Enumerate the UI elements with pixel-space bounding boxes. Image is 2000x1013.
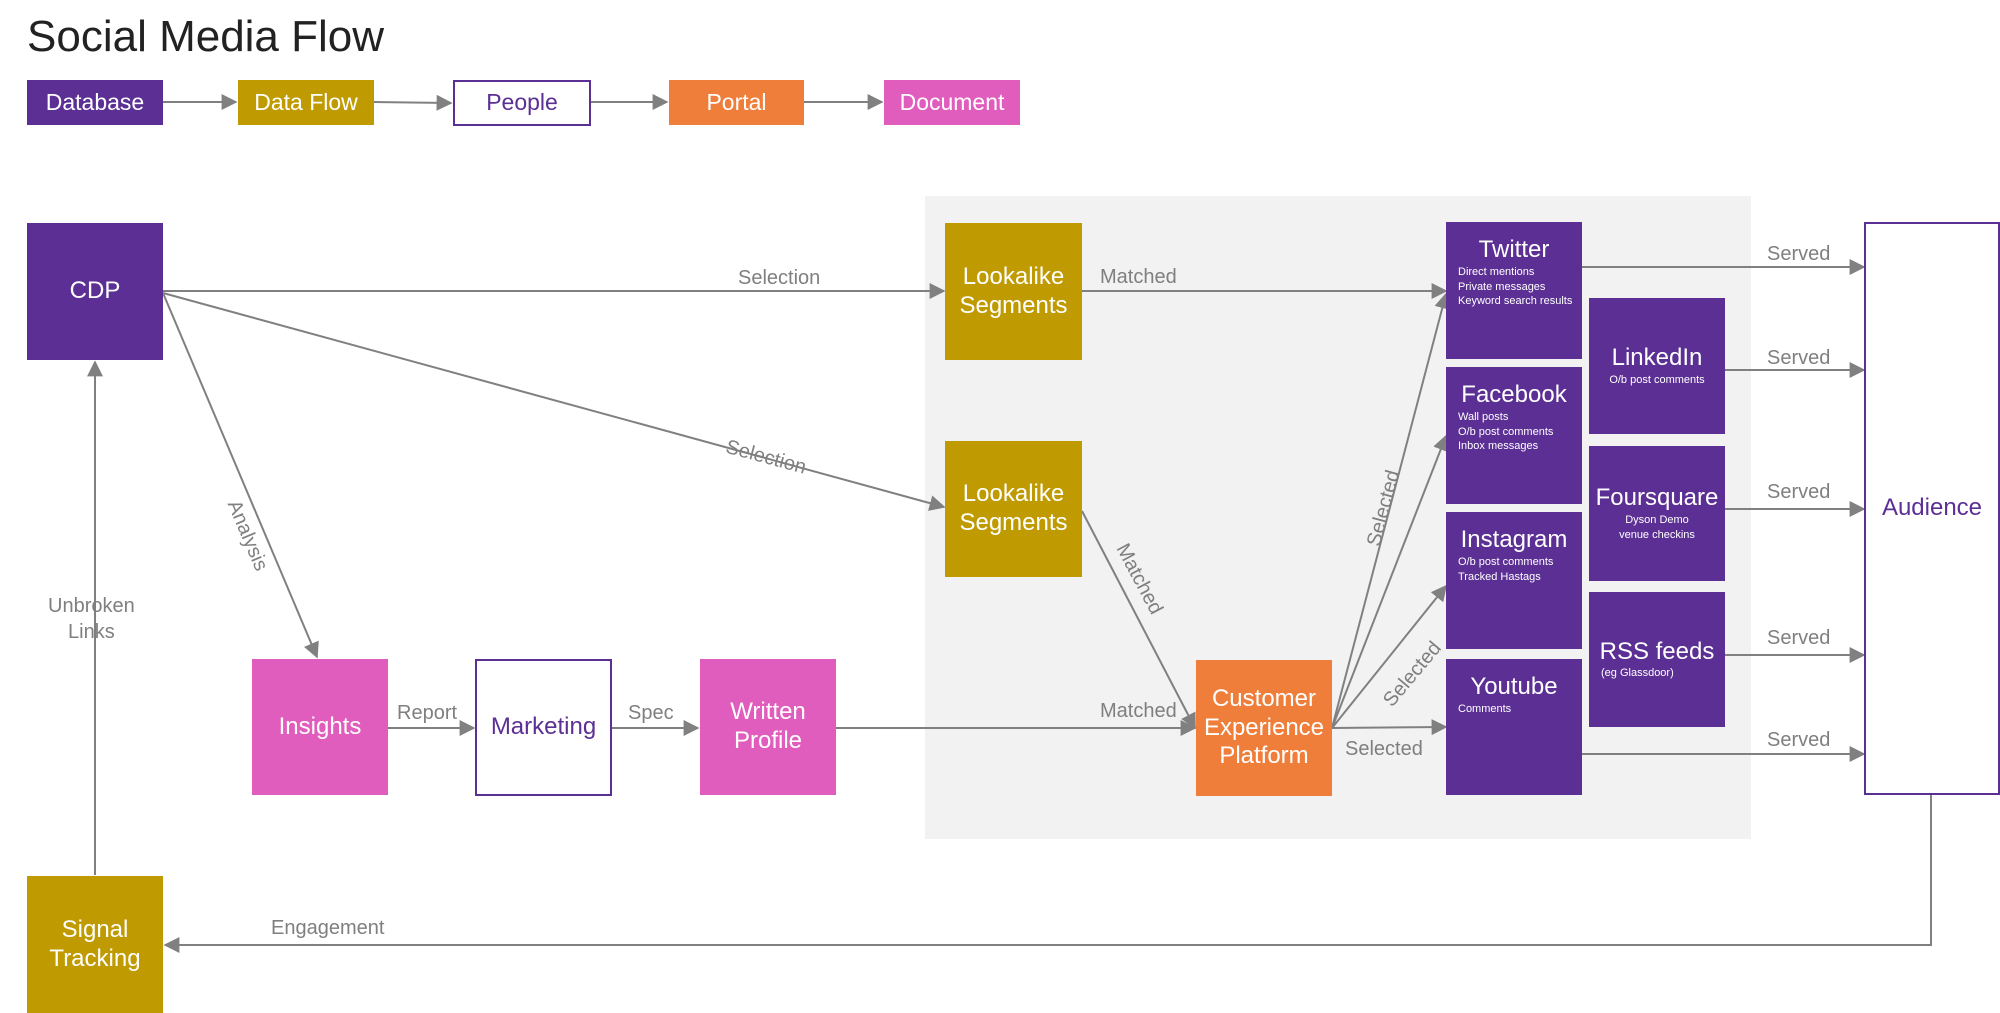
node-lookalike-segments-1: Lookalike Segments xyxy=(945,223,1082,360)
edge-cxp-instagram xyxy=(1331,584,1448,729)
node-facebook: Facebook Wall posts O/b post comments In… xyxy=(1446,367,1582,504)
edge-label-served-2: Served xyxy=(1767,347,1831,369)
node-marketing: Marketing xyxy=(475,659,612,796)
legend-people: People xyxy=(453,80,591,126)
edge-label-spec: Spec xyxy=(628,702,674,724)
edge-label-selected-3: Selected xyxy=(1345,738,1423,760)
legend-arrow-2 xyxy=(373,94,453,111)
edge-label-served-3: Served xyxy=(1767,481,1831,503)
edge-label-unbroken-links: Unbroken Links xyxy=(48,595,135,643)
page-title: Social Media Flow xyxy=(27,12,385,61)
node-rss-feeds: RSS feeds (eg Glassdoor) xyxy=(1589,592,1725,727)
node-audience: Audience xyxy=(1864,222,2000,795)
edge-audience-signal xyxy=(163,794,1932,953)
node-insights: Insights xyxy=(252,659,388,795)
edge-lookalike2-cxp xyxy=(1081,510,1196,730)
edge-cdp-insights xyxy=(162,292,319,659)
node-signal-tracking: Signal Tracking xyxy=(27,876,163,1013)
node-lookalike-segments-2: Lookalike Segments xyxy=(945,441,1082,577)
node-instagram: Instagram O/b post comments Tracked Hast… xyxy=(1446,512,1582,649)
legend-document: Document xyxy=(884,80,1020,125)
node-linkedin: LinkedIn O/b post comments xyxy=(1589,298,1725,434)
node-foursquare: Foursquare Dyson Demo venue checkins xyxy=(1589,446,1725,581)
edge-label-selection-1: Selection xyxy=(738,267,821,289)
node-cdp: CDP xyxy=(27,223,163,360)
edge-label-served-4: Served xyxy=(1767,627,1831,649)
edge-label-served-5: Served xyxy=(1767,729,1831,751)
node-twitter: Twitter Direct mentions Private messages… xyxy=(1446,222,1582,359)
edge-cxp-youtube xyxy=(1331,719,1448,736)
edge-label-engagement: Engagement xyxy=(271,917,385,939)
legend-portal: Portal xyxy=(669,80,804,125)
edge-label-served-1: Served xyxy=(1767,243,1831,265)
legend-database: Database xyxy=(27,80,163,125)
edge-label-matched-1: Matched xyxy=(1100,266,1177,288)
edge-cxp-twitter xyxy=(1331,292,1451,729)
node-youtube: Youtube Comments xyxy=(1446,659,1582,795)
edge-label-report: Report xyxy=(397,702,458,724)
edge-label-matched-3: Matched xyxy=(1100,700,1177,722)
node-customer-experience-platform: Customer Experience Platform xyxy=(1196,660,1332,796)
legend-data-flow: Data Flow xyxy=(238,80,374,125)
node-written-profile: Written Profile xyxy=(700,659,836,795)
edge-cxp-facebook xyxy=(1331,434,1449,729)
edge-cdp-lookalike2 xyxy=(162,292,946,511)
